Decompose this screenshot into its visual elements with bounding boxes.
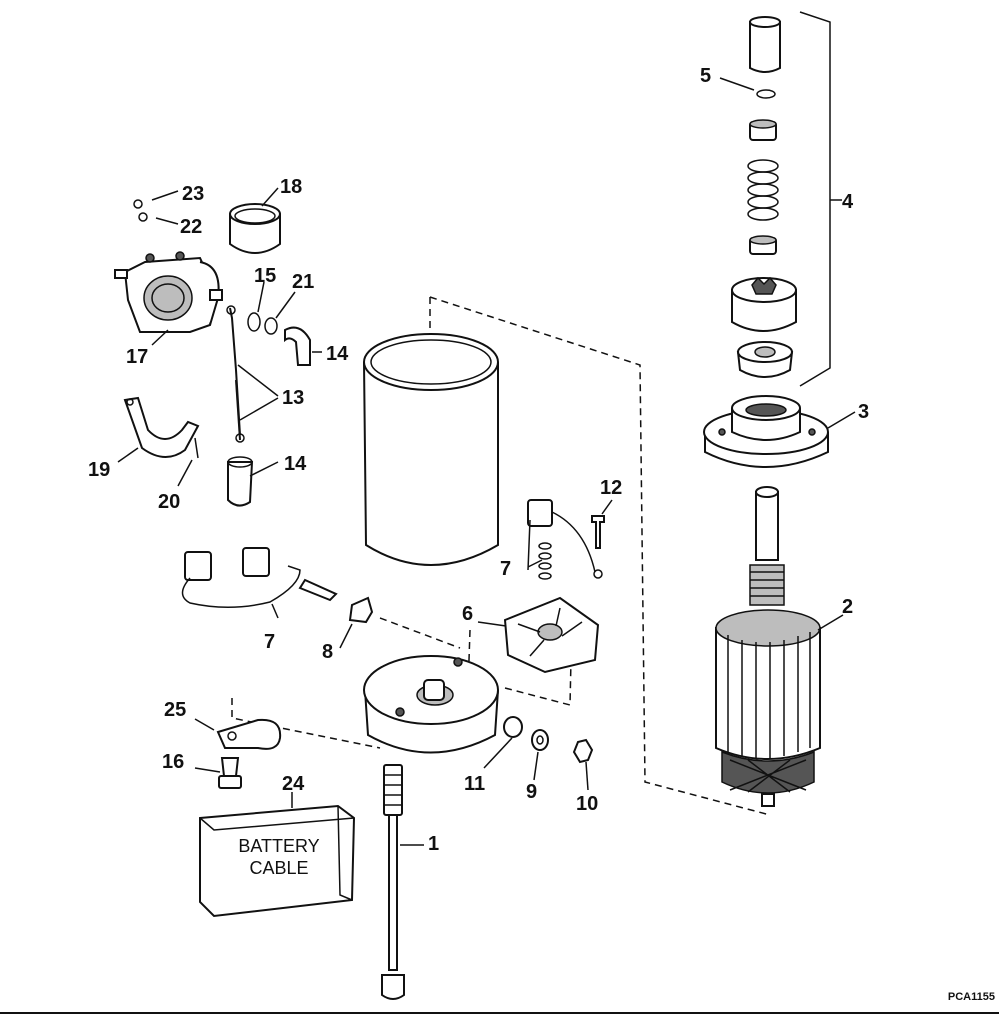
label-22: 22 xyxy=(180,216,202,238)
label-12: 12 xyxy=(600,477,622,499)
part-6-brush-plate xyxy=(503,596,600,674)
part-19-bracket xyxy=(123,396,200,459)
label-7-right: 7 xyxy=(500,558,511,580)
part-7-brush-spring xyxy=(527,499,605,580)
battery-box-line1: BATTERY xyxy=(238,836,319,856)
commutator-end-head xyxy=(363,655,499,754)
part-4-bracket xyxy=(799,11,842,387)
spring xyxy=(747,159,779,221)
assembly-guide-lines xyxy=(231,296,771,816)
label-14-upper: 14 xyxy=(326,343,349,365)
part-24-battery-cable-box: BATTERY CABLE xyxy=(199,804,356,918)
label-11: 11 xyxy=(464,773,485,795)
part-8-terminal xyxy=(348,596,374,624)
label-1: 1 xyxy=(428,833,439,855)
label-21: 21 xyxy=(292,271,314,293)
label-24: 24 xyxy=(282,773,305,795)
drive-assembly xyxy=(731,16,797,378)
label-18: 18 xyxy=(280,176,302,198)
label-15: 15 xyxy=(254,265,276,287)
part-3-drive-end-cap xyxy=(703,395,829,468)
label-14-lower: 14 xyxy=(284,453,307,475)
part-2-armature xyxy=(715,486,821,807)
label-25: 25 xyxy=(164,699,186,721)
label-13: 13 xyxy=(282,387,304,409)
label-17: 17 xyxy=(126,346,148,368)
label-6: 6 xyxy=(462,603,473,625)
label-9: 9 xyxy=(526,781,537,803)
part-17-solenoid xyxy=(114,199,223,333)
label-5: 5 xyxy=(700,65,711,87)
label-10: 10 xyxy=(576,793,598,815)
leader-lines xyxy=(117,77,856,846)
label-20: 20 xyxy=(158,491,180,513)
label-3: 3 xyxy=(858,401,869,423)
label-23: 23 xyxy=(182,183,204,205)
part-25-cable-lug xyxy=(216,718,282,789)
part-18-ring xyxy=(229,203,281,254)
part-13-cables xyxy=(226,305,311,507)
part-1-thru-bolt xyxy=(381,764,405,1000)
hardware-washers-nut xyxy=(503,716,594,764)
label-7-left: 7 xyxy=(264,631,275,653)
frame-cylinder xyxy=(363,333,499,566)
part-7-brush-set xyxy=(181,547,338,608)
label-2: 2 xyxy=(842,596,853,618)
label-4: 4 xyxy=(842,191,854,213)
battery-box-line2: CABLE xyxy=(249,858,308,878)
label-16: 16 xyxy=(162,751,184,773)
part-number-labels: 23 22 18 15 21 17 14 13 14 19 20 12 7 7 … xyxy=(88,65,869,855)
label-8: 8 xyxy=(322,641,333,663)
drawing-code: PCA1155 xyxy=(948,991,995,1003)
label-19: 19 xyxy=(88,459,110,481)
